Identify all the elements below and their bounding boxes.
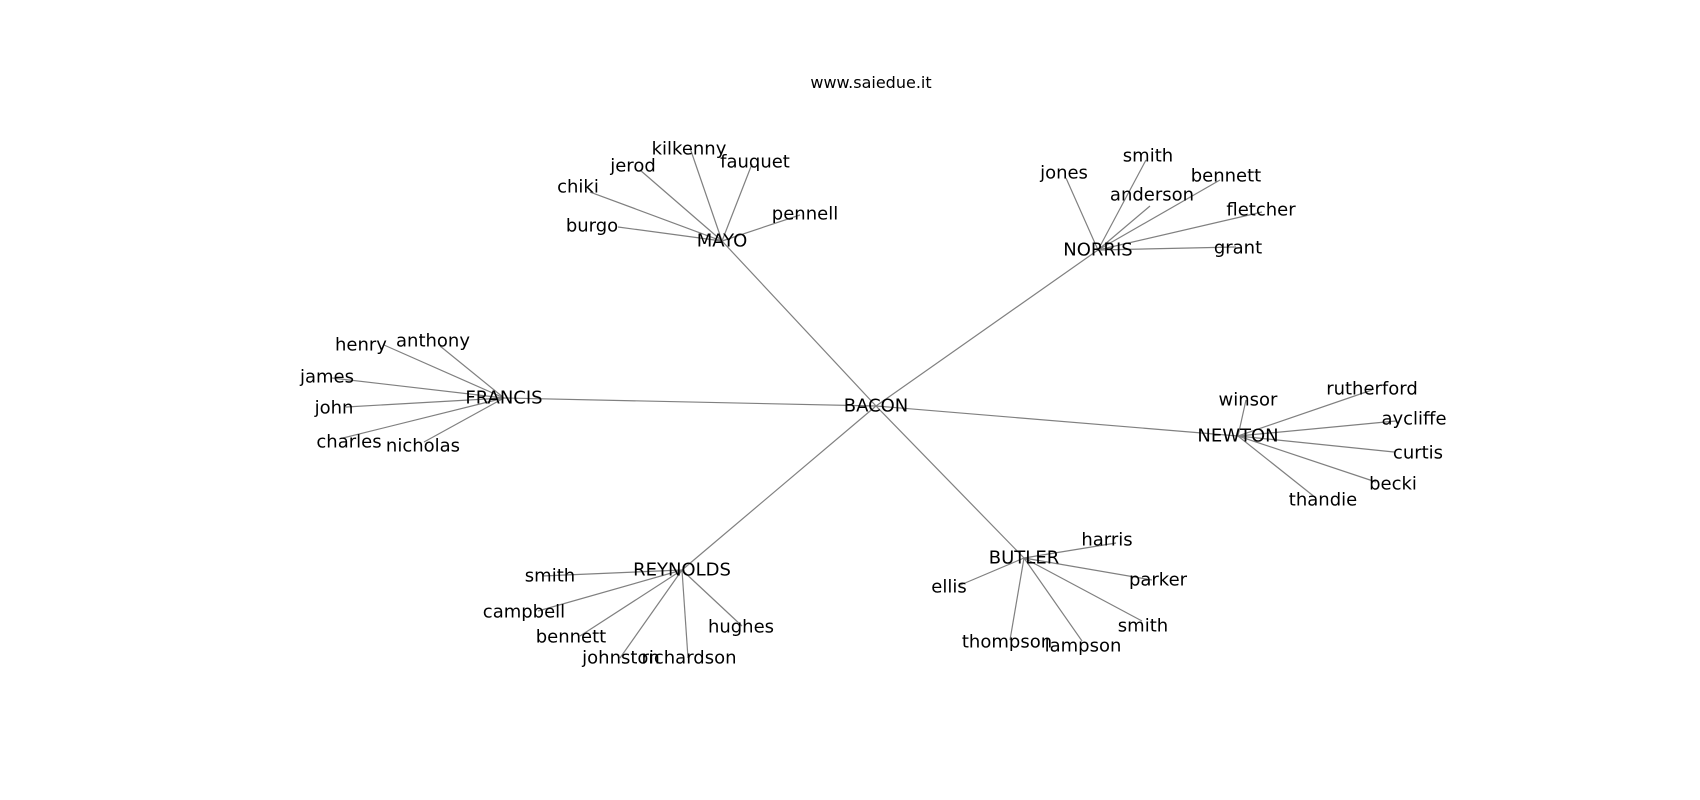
leaf-node-label: fletcher: [1226, 200, 1296, 221]
leaf-node-label: james: [299, 367, 354, 388]
leaf-node-label: aycliffe: [1381, 409, 1446, 430]
edge-norris-fletcher: [1097, 211, 1263, 251]
edge-root-norris: [875, 249, 1099, 407]
leaf-node-label: burgo: [566, 216, 618, 237]
hub-node-label: REYNOLDS: [633, 560, 731, 581]
edge-norris-jones: [1065, 177, 1099, 251]
leaf-node-label: bennett: [536, 627, 607, 648]
leaf-node-label: curtis: [1393, 443, 1443, 464]
leaf-node-label: rutherford: [1326, 379, 1418, 400]
edge-butler-harris: [1023, 542, 1117, 559]
edge-francis-anthony: [439, 345, 505, 399]
edge-newton-thandie: [1237, 435, 1317, 499]
edge-butler-thompson: [1009, 557, 1025, 641]
edge-francis-charles: [342, 397, 505, 439]
edge-newton-winsor: [1237, 399, 1247, 437]
edge-newton-aycliffe: [1237, 420, 1397, 437]
edge-mayo-chiki: [589, 191, 723, 242]
leaf-node-label: johnston: [581, 648, 660, 669]
hub-node-label: BUTLER: [989, 548, 1059, 569]
leaf-node-label: richardson: [641, 648, 736, 669]
leaf-node-label: parker: [1129, 570, 1188, 591]
leaf-node-label: nicholas: [386, 436, 460, 457]
edge-newton-rutherford: [1237, 389, 1373, 437]
leaf-node-label: harris: [1081, 530, 1132, 551]
edge-root-reynolds: [681, 405, 877, 571]
edge-norris-smith: [1097, 159, 1147, 251]
edge-reynolds-johnston: [619, 569, 683, 659]
leaf-node-label: chiki: [557, 177, 599, 198]
leaf-node-label: bennett: [1191, 166, 1262, 187]
edge-francis-john: [345, 397, 505, 408]
leaf-node-label: campbell: [483, 602, 565, 623]
edge-mayo-kilkenny: [689, 147, 723, 242]
edge-butler-parker: [1023, 557, 1153, 581]
edge-norris-anderson: [1097, 205, 1151, 251]
edge-root-mayo: [721, 240, 877, 407]
leaf-node-label: becki: [1369, 474, 1417, 495]
leaf-node-label: thompson: [962, 632, 1052, 653]
edge-butler-lampson: [1023, 557, 1083, 642]
leaf-node-label: hughes: [708, 617, 774, 638]
hub-node-label: NORRIS: [1063, 240, 1132, 261]
edge-newton-becki: [1237, 435, 1377, 483]
root-node-label: BACON: [844, 396, 909, 417]
leaf-node-label: jerod: [609, 156, 656, 177]
edge-butler-ellis: [957, 557, 1025, 587]
edge-reynolds-bennett: [579, 569, 683, 637]
site-title: www.saiedue.it: [810, 73, 931, 92]
edge-root-newton: [875, 405, 1239, 437]
leaf-node-label: charles: [316, 432, 381, 453]
edge-francis-henry: [383, 344, 505, 399]
edge-francis-nicholas: [423, 397, 505, 443]
edge-reynolds-richardson: [681, 569, 689, 659]
leaf-node-label: thandie: [1289, 490, 1357, 511]
edge-mayo-jerod: [639, 169, 723, 242]
edge-butler-smith: [1023, 557, 1143, 622]
edge-root-butler: [875, 405, 1025, 559]
leaf-node-label: smith: [525, 566, 575, 587]
edge-reynolds-smith: [541, 569, 683, 577]
leaf-node-label: anthony: [396, 331, 470, 352]
edge-norris-grant: [1097, 246, 1237, 251]
leaf-node-label: jones: [1039, 163, 1088, 184]
edge-mayo-fauquet: [721, 163, 753, 242]
leaf-node-label: kilkenny: [652, 139, 727, 160]
leaf-node-label: pennell: [772, 204, 838, 225]
leaf-node-label: smith: [1118, 616, 1168, 637]
leaf-node-label: smith: [1123, 146, 1173, 167]
leaf-node-label: lampson: [1045, 636, 1122, 657]
hub-node-label: NEWTON: [1197, 426, 1278, 447]
edge-newton-curtis: [1237, 435, 1395, 453]
edge-francis-james: [331, 377, 505, 399]
leaf-node-label: anderson: [1110, 185, 1194, 206]
leaf-node-label: henry: [335, 335, 387, 356]
leaf-node-label: grant: [1214, 238, 1262, 259]
leaf-node-label: winsor: [1219, 390, 1279, 411]
leaf-node-label: john: [314, 398, 354, 419]
edge-mayo-pennell: [721, 214, 801, 242]
edge-root-francis: [503, 397, 877, 407]
edge-norris-bennett: [1097, 179, 1221, 251]
edges-layer: [331, 147, 1397, 659]
leaf-node-label: ellis: [931, 577, 966, 598]
hub-node-label: FRANCIS: [465, 388, 542, 409]
hub-node-label: MAYO: [697, 231, 748, 252]
edge-reynolds-hughes: [681, 569, 743, 627]
leaf-node-label: fauquet: [720, 152, 790, 173]
edge-mayo-burgo: [617, 226, 723, 242]
edge-reynolds-campbell: [537, 569, 683, 612]
